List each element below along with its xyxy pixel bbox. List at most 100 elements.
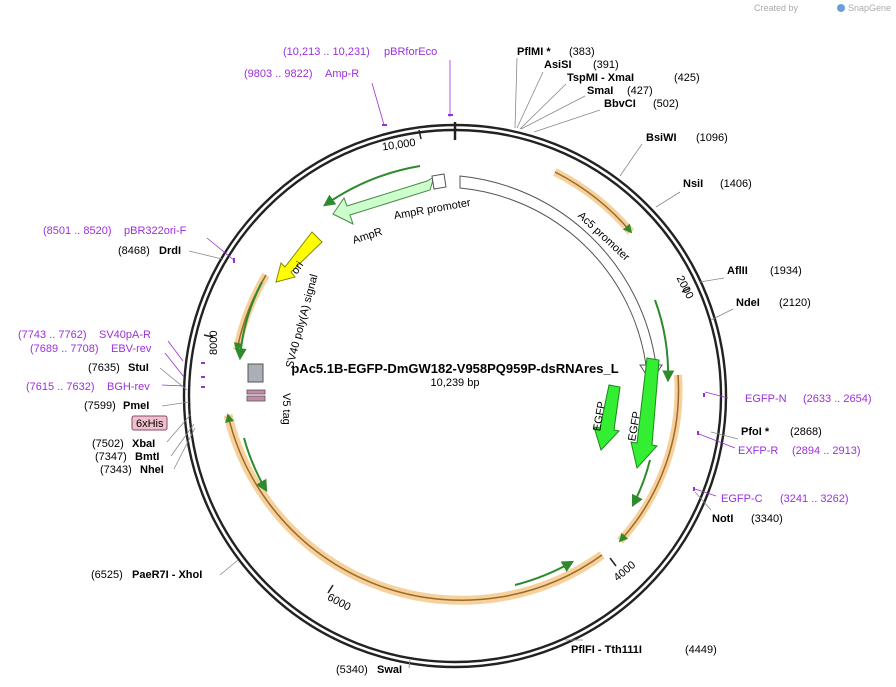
enzyme-site[interactable]: (5340) SwaI xyxy=(336,664,402,676)
enzyme-name: AsiSI xyxy=(544,59,572,71)
feature-egfp-2[interactable] xyxy=(630,357,660,470)
enzyme-name: BmtI xyxy=(135,451,159,463)
primer-site[interactable]: (7743 .. 7762)SV40pA-R xyxy=(18,329,151,341)
primer-site[interactable]: EGFP-N(2633 .. 2654) xyxy=(745,393,872,405)
enzyme-name: XbaI xyxy=(132,438,155,450)
orf-arrow xyxy=(234,281,263,361)
enzyme-position: (7343) xyxy=(100,464,132,476)
feature-box-6xhis[interactable] xyxy=(131,415,168,431)
primer-site[interactable]: EGFP-C (3241 .. 3262) xyxy=(721,493,849,505)
enzyme-site[interactable]: PflMI *(383) xyxy=(517,46,595,58)
primer-site[interactable]: (8501 .. 8520)pBR322ori-F xyxy=(43,225,187,237)
feature-label-egfp-1: EGFP xyxy=(591,401,608,433)
enzyme-site[interactable]: NotI(3340) xyxy=(712,513,783,525)
enzyme-site[interactable]: TspMI - XmaI(425) xyxy=(567,72,700,84)
enzyme-name: SwaI xyxy=(377,664,402,676)
enzyme-site[interactable]: (6525)PaeR7I - XhoI xyxy=(91,569,202,581)
orf-arrow xyxy=(323,165,421,207)
ruler-label: 10,000 xyxy=(381,137,416,154)
feature-ampr-promoter[interactable] xyxy=(431,173,447,190)
enzyme-name: SmaI xyxy=(587,85,613,97)
enzyme-site[interactable]: NdeI(2120) xyxy=(736,297,811,309)
feature-egfp-1[interactable] xyxy=(593,384,621,451)
primer-site[interactable]: (9803 .. 9822) Amp-R xyxy=(244,68,359,80)
leader-lines xyxy=(159,57,739,669)
ruler-label: 8000 xyxy=(208,331,220,355)
enzyme-position: (391) xyxy=(593,59,619,71)
feature-label-v5-tag: V5 tag xyxy=(280,393,292,425)
enzyme-site[interactable]: BbvCI (502) xyxy=(604,98,679,110)
feature-v5-tag[interactable] xyxy=(246,389,266,395)
primer-name: pBRforEco xyxy=(384,46,437,58)
primer-site[interactable]: (7615 .. 7632)BGH-rev xyxy=(26,381,150,393)
feature-label-ampr-promoter: AmpR promoter xyxy=(393,197,472,222)
enzyme-position: (502) xyxy=(653,98,679,110)
enzyme-position: (6525) xyxy=(91,569,123,581)
credit-prefix: Created by xyxy=(754,3,799,13)
feature-label-6xhis: 6xHis xyxy=(136,418,164,430)
enzyme-site[interactable]: PflFI - Tth111I(4449) xyxy=(571,644,717,656)
enzyme-position: (3340) xyxy=(751,513,783,525)
orf-arc xyxy=(553,168,635,235)
feature-label-ampr: AmpR xyxy=(351,226,384,247)
primer-site[interactable]: (10,213 .. 10,231)pBRforEco xyxy=(283,46,437,58)
enzyme-site[interactable]: (7343)NheI xyxy=(100,464,164,476)
credit-brand: SnapGene xyxy=(848,3,891,13)
enzyme-position: (5340) xyxy=(336,664,368,676)
primer-site[interactable]: (7689 .. 7708)EBV-rev xyxy=(30,343,152,355)
enzyme-position: (7635) xyxy=(88,362,120,374)
enzyme-site[interactable]: (8468)DrdI xyxy=(118,245,181,257)
enzyme-name: NsiI xyxy=(683,178,703,190)
plasmid-title: pAc5.1B-EGFP-DmGW182-V958PQ959P-dsRNAres… xyxy=(291,361,618,389)
feature-sv40-polya-signal[interactable] xyxy=(247,363,264,383)
primer-range: (7615 .. 7632) xyxy=(26,381,95,393)
enzyme-site[interactable]: BsiWI(1096) xyxy=(646,132,728,144)
primer-labels: (10,213 .. 10,231)pBRforEco (9803 .. 982… xyxy=(18,46,872,505)
primer-range: (2894 .. 2913) xyxy=(792,445,861,457)
enzyme-site[interactable]: (7599)PmeI xyxy=(84,400,149,412)
ruler-tick xyxy=(681,287,691,293)
enzyme-site[interactable]: (7502) XbaI xyxy=(92,438,155,450)
primer-name: SV40pA-R xyxy=(99,329,151,341)
enzyme-site[interactable]: (7347)BmtI xyxy=(95,451,159,463)
ruler-label: 4000 xyxy=(612,559,638,584)
enzyme-site[interactable]: AsiSI (391) xyxy=(544,59,619,71)
ruler-tick xyxy=(203,334,214,338)
orf-arc xyxy=(617,374,683,544)
feature-ori[interactable] xyxy=(275,231,323,283)
primer-site[interactable]: EXFP-R(2894 .. 2913) xyxy=(738,445,861,457)
enzyme-name: TspMI - XmaI xyxy=(567,72,634,84)
enzyme-site[interactable]: (7635) StuI xyxy=(88,362,149,374)
primer-leader-lines xyxy=(161,60,736,497)
enzyme-name: AflII xyxy=(727,265,748,277)
feature-label-sv40-polya-signal: SV40 poly(A) signal xyxy=(284,273,321,369)
enzyme-position: (7599) xyxy=(84,400,116,412)
feature-label-ori: ori xyxy=(289,260,306,277)
enzyme-site[interactable]: PfoI *(2868) xyxy=(741,426,822,438)
feature-ampr[interactable] xyxy=(332,175,435,225)
enzyme-name: BbvCI xyxy=(604,98,636,110)
enzyme-position: (7502) xyxy=(92,438,124,450)
primer-marks xyxy=(201,114,705,491)
primer-range: (9803 .. 9822) xyxy=(244,68,313,80)
enzyme-site[interactable]: AflII(1934) xyxy=(727,265,802,277)
plasmid-size: 10,239 bp xyxy=(431,377,480,389)
primer-name: pBR322ori-F xyxy=(124,225,187,237)
enzyme-name: PflFI - Tth111I xyxy=(571,644,642,656)
orf-arc xyxy=(233,272,270,352)
enzyme-name: BsiWI xyxy=(646,132,677,144)
enzyme-site[interactable]: NsiI(1406) xyxy=(683,178,752,190)
enzyme-name: StuI xyxy=(128,362,149,374)
orf-arcs xyxy=(223,168,683,605)
orf-arc-long xyxy=(223,413,605,605)
primer-name: EGFP-C xyxy=(721,493,763,505)
snapgene-credit: Created by SnapGene xyxy=(754,3,891,13)
enzyme-site[interactable]: SmaI(427) xyxy=(587,85,653,97)
green-orf-arrows xyxy=(234,165,675,586)
primer-range: (3241 .. 3262) xyxy=(780,493,849,505)
primer-name: Amp-R xyxy=(325,68,359,80)
primer-range: (2633 .. 2654) xyxy=(803,393,872,405)
feature-ac5-promoter[interactable] xyxy=(459,175,663,383)
feature-6xhis-tag[interactable] xyxy=(246,395,266,402)
